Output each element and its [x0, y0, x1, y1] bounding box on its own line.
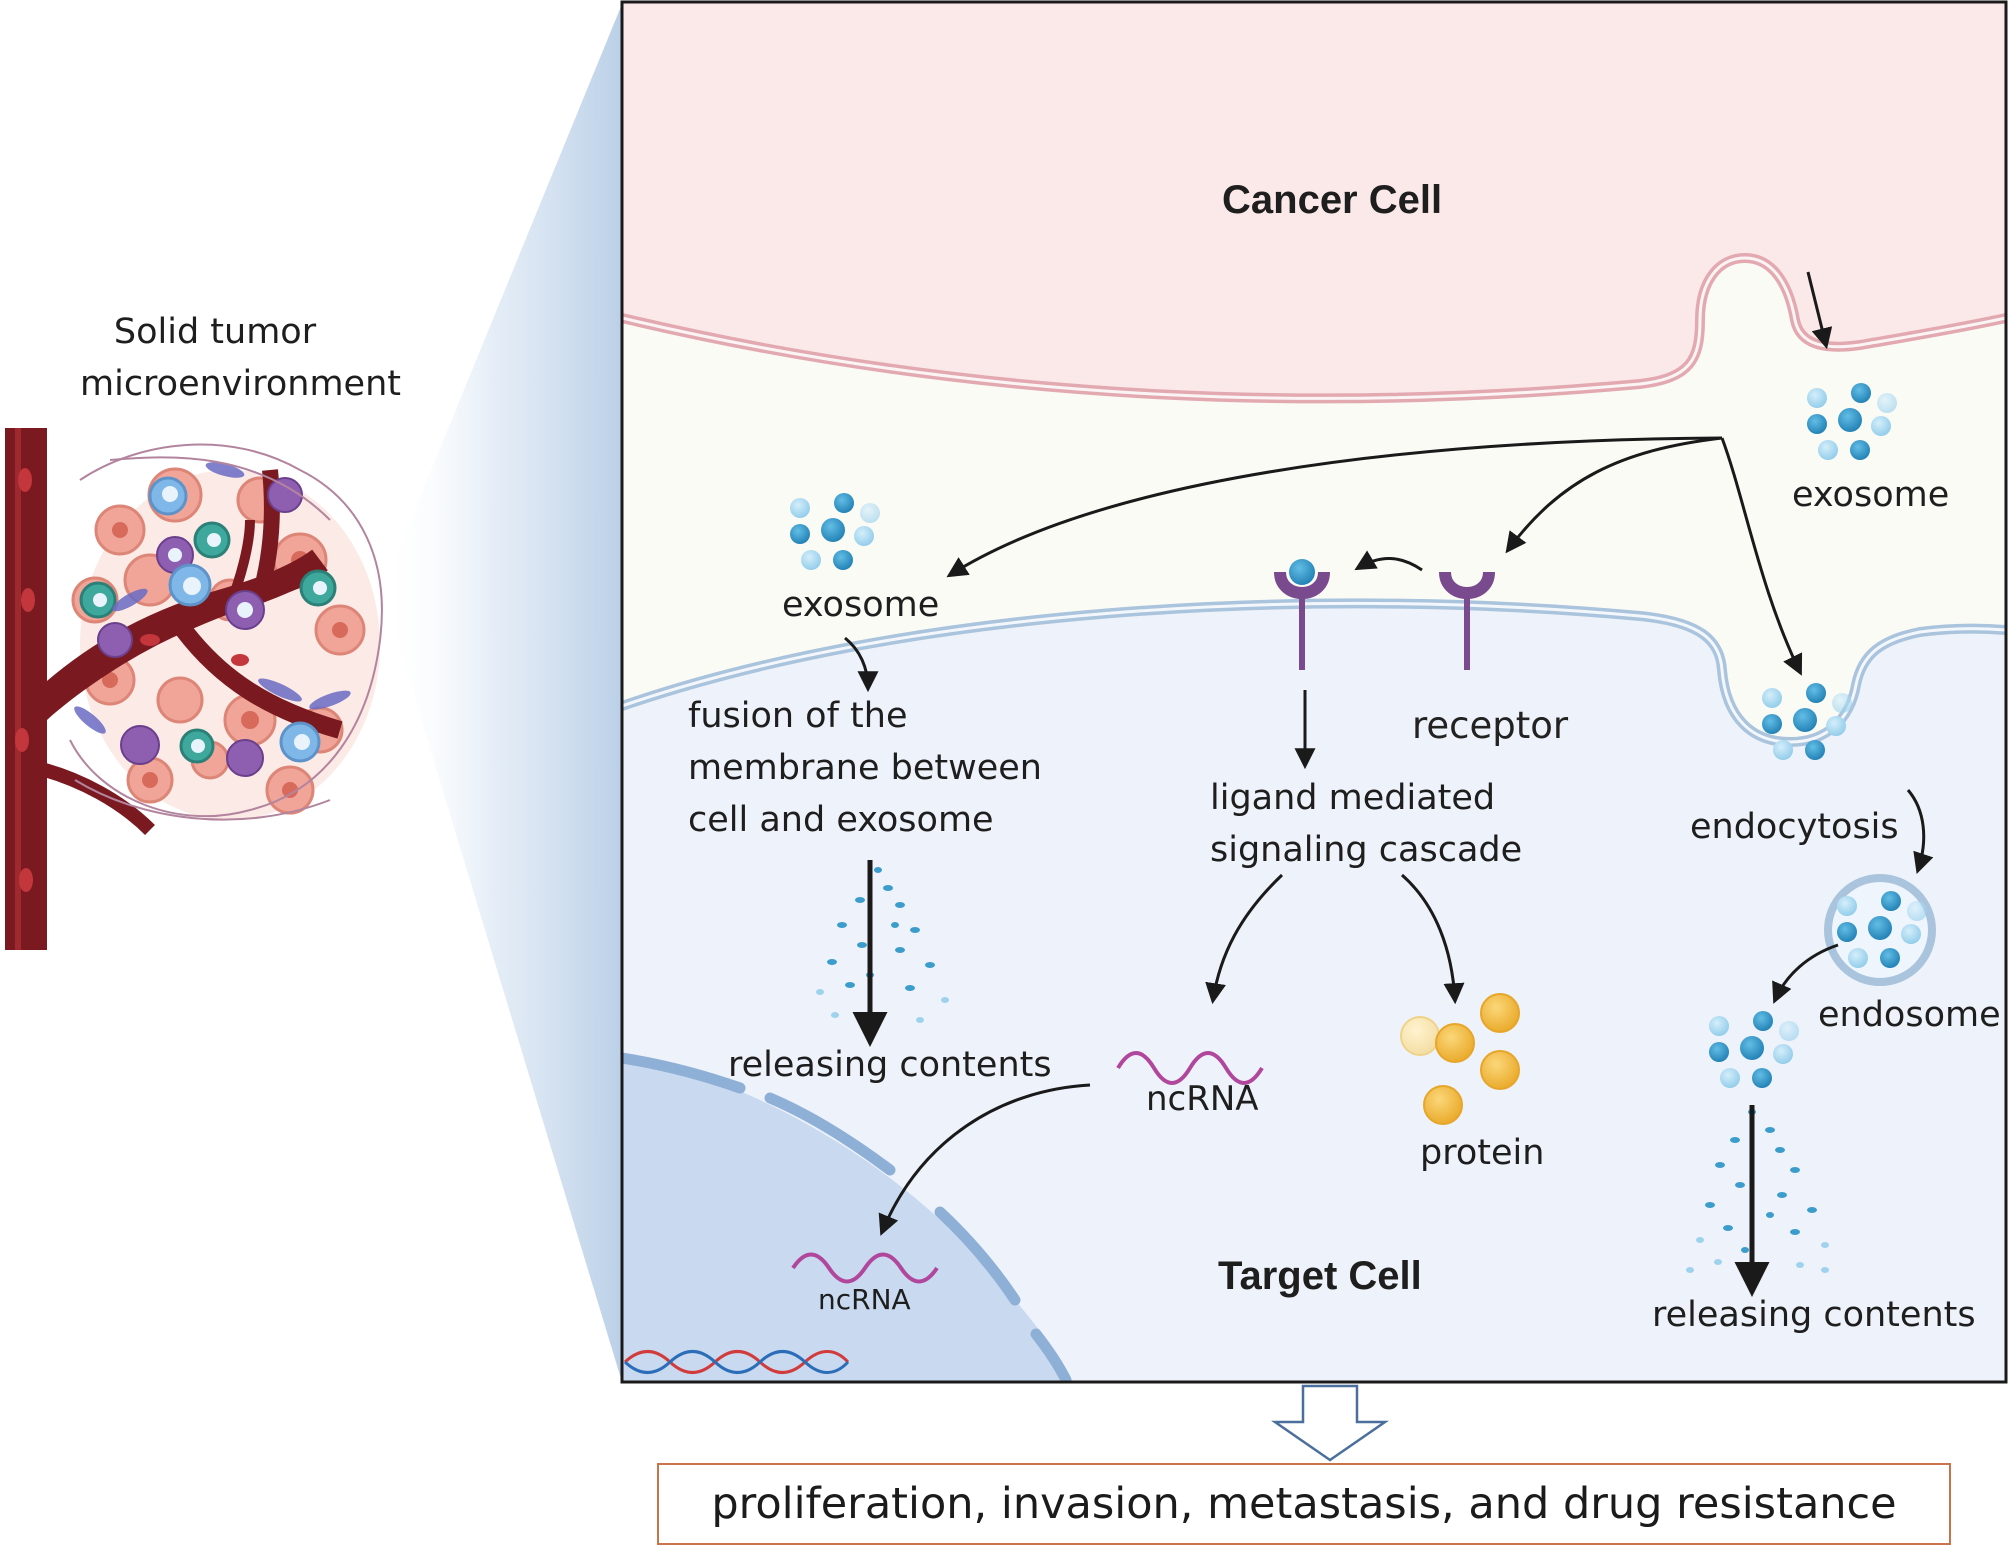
protein-label: protein	[1420, 1133, 1545, 1173]
endosome-label: endosome	[1818, 995, 2001, 1035]
ligand-label: ligand mediated signaling cascade	[1210, 778, 1523, 870]
endocytosis-label: endocytosis	[1690, 807, 1899, 847]
protein-cluster	[1400, 993, 1520, 1125]
outcome-text: proliferation, invasion, metastasis, and…	[711, 1479, 1897, 1529]
dna-helix	[623, 1350, 850, 1374]
target-cell-title: Target Cell	[1218, 1254, 1422, 1298]
cancer-cell-title: Cancer Cell	[1222, 178, 1443, 222]
endosome-vesicle	[1824, 874, 1936, 986]
receptor-bound	[1274, 571, 1330, 670]
panel-border	[620, 0, 2008, 1384]
ncrna-cytoplasm-label: ncRNA	[1146, 1079, 1259, 1119]
exosome-top-label: exosome	[1792, 475, 1950, 515]
main-panel	[622, 2, 2006, 1382]
nucleus	[622, 1055, 1072, 1382]
ncrna-nucleus-strand	[791, 1252, 939, 1284]
outcome-arrow	[1270, 1384, 1390, 1462]
fusion-label: fusion of the membrane between cell and …	[688, 696, 1042, 840]
target-cell-body	[622, 603, 2006, 1382]
zoom-funnel	[382, 4, 622, 1382]
cancer-cell-body	[622, 2, 2006, 399]
receptor-free	[1439, 571, 1495, 670]
exosome-left-label: exosome	[782, 585, 940, 625]
receptor-label: receptor	[1412, 704, 1569, 747]
tumor-illustration	[5, 428, 383, 950]
releasing-left-label: releasing contents	[728, 1045, 1052, 1085]
arrows	[844, 271, 1934, 1297]
tumor-caption: Solid tumor microenvironment	[80, 312, 401, 404]
outcome-box: proliferation, invasion, metastasis, and…	[657, 1463, 1951, 1545]
ncrna-nucleus-label: ncRNA	[818, 1283, 911, 1316]
release-spray-left	[816, 867, 949, 1023]
releasing-right-label: releasing contents	[1652, 1295, 1976, 1335]
ncrna-cytoplasm-strand	[1116, 1051, 1264, 1085]
